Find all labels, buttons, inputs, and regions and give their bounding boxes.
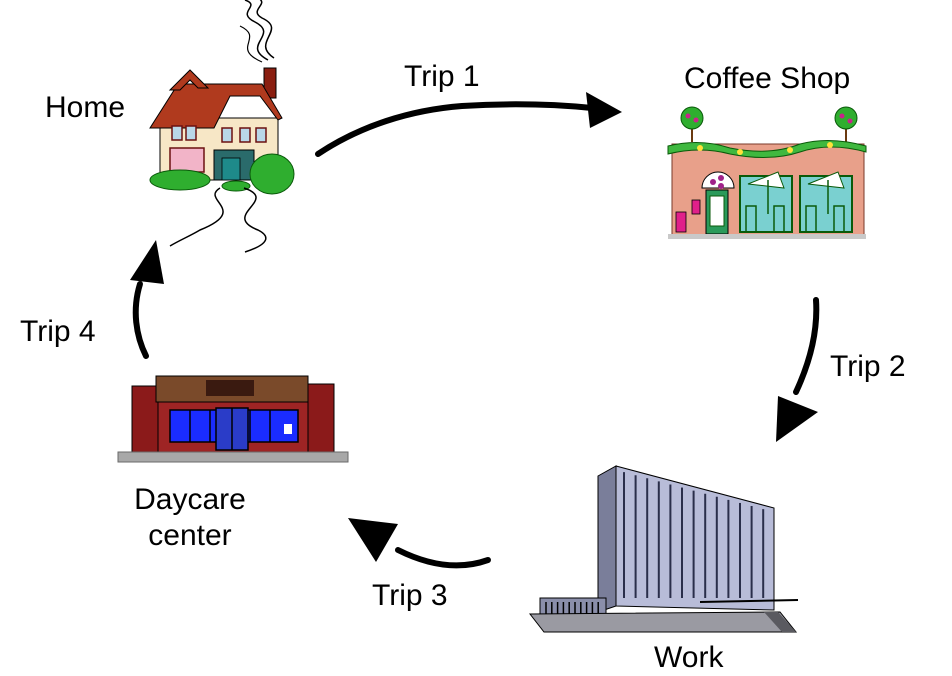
daycare-illustration [117,375,349,463]
trip3-label: Trip 3 [372,579,448,612]
coffee-shop-illustration [667,106,867,239]
office-tower-columns [623,472,765,598]
daycare-wall-right [305,383,335,453]
daycare-sidewalk [117,451,349,463]
bush-left [149,169,211,191]
daycare-label-line1: Daycare [134,483,246,516]
office-plaza [528,611,798,633]
trip4-arrow-line [132,281,149,359]
trip3-arrow-head [348,518,398,562]
home-illustration [149,0,295,253]
trip1-label: Trip 1 [404,60,480,93]
cafe-awning [701,171,735,189]
tree-left [680,106,704,130]
office-tower [615,465,775,611]
coffee-shop-label: Coffee Shop [684,62,851,95]
arrows [130,92,820,569]
trip2-arrow-head [776,396,818,442]
work-label: Work [654,641,724,674]
tree-right [834,106,858,130]
house-roof [149,83,283,129]
trip2-label: Trip 2 [830,350,906,383]
work-illustration [528,465,799,633]
trip4-label: Trip 4 [20,315,96,348]
bush-right [249,153,295,195]
chimney-smoke [244,0,269,61]
walkway [169,187,224,247]
trip3-arrow-line [395,547,491,569]
trip4-arrow-head [130,240,164,284]
trip2-arrow-line [793,297,820,395]
daycare-label-line2: center [148,519,232,552]
cafe-garland [667,139,867,159]
home-label: Home [45,91,126,124]
office-low-wing-windows [545,602,599,614]
daycare-wall-left [131,385,159,453]
fire-hydrant [675,211,687,233]
daycare-label: Daycare center [118,482,262,554]
trip1-arrow-head [586,92,622,128]
trip1-arrow-line [315,101,595,157]
